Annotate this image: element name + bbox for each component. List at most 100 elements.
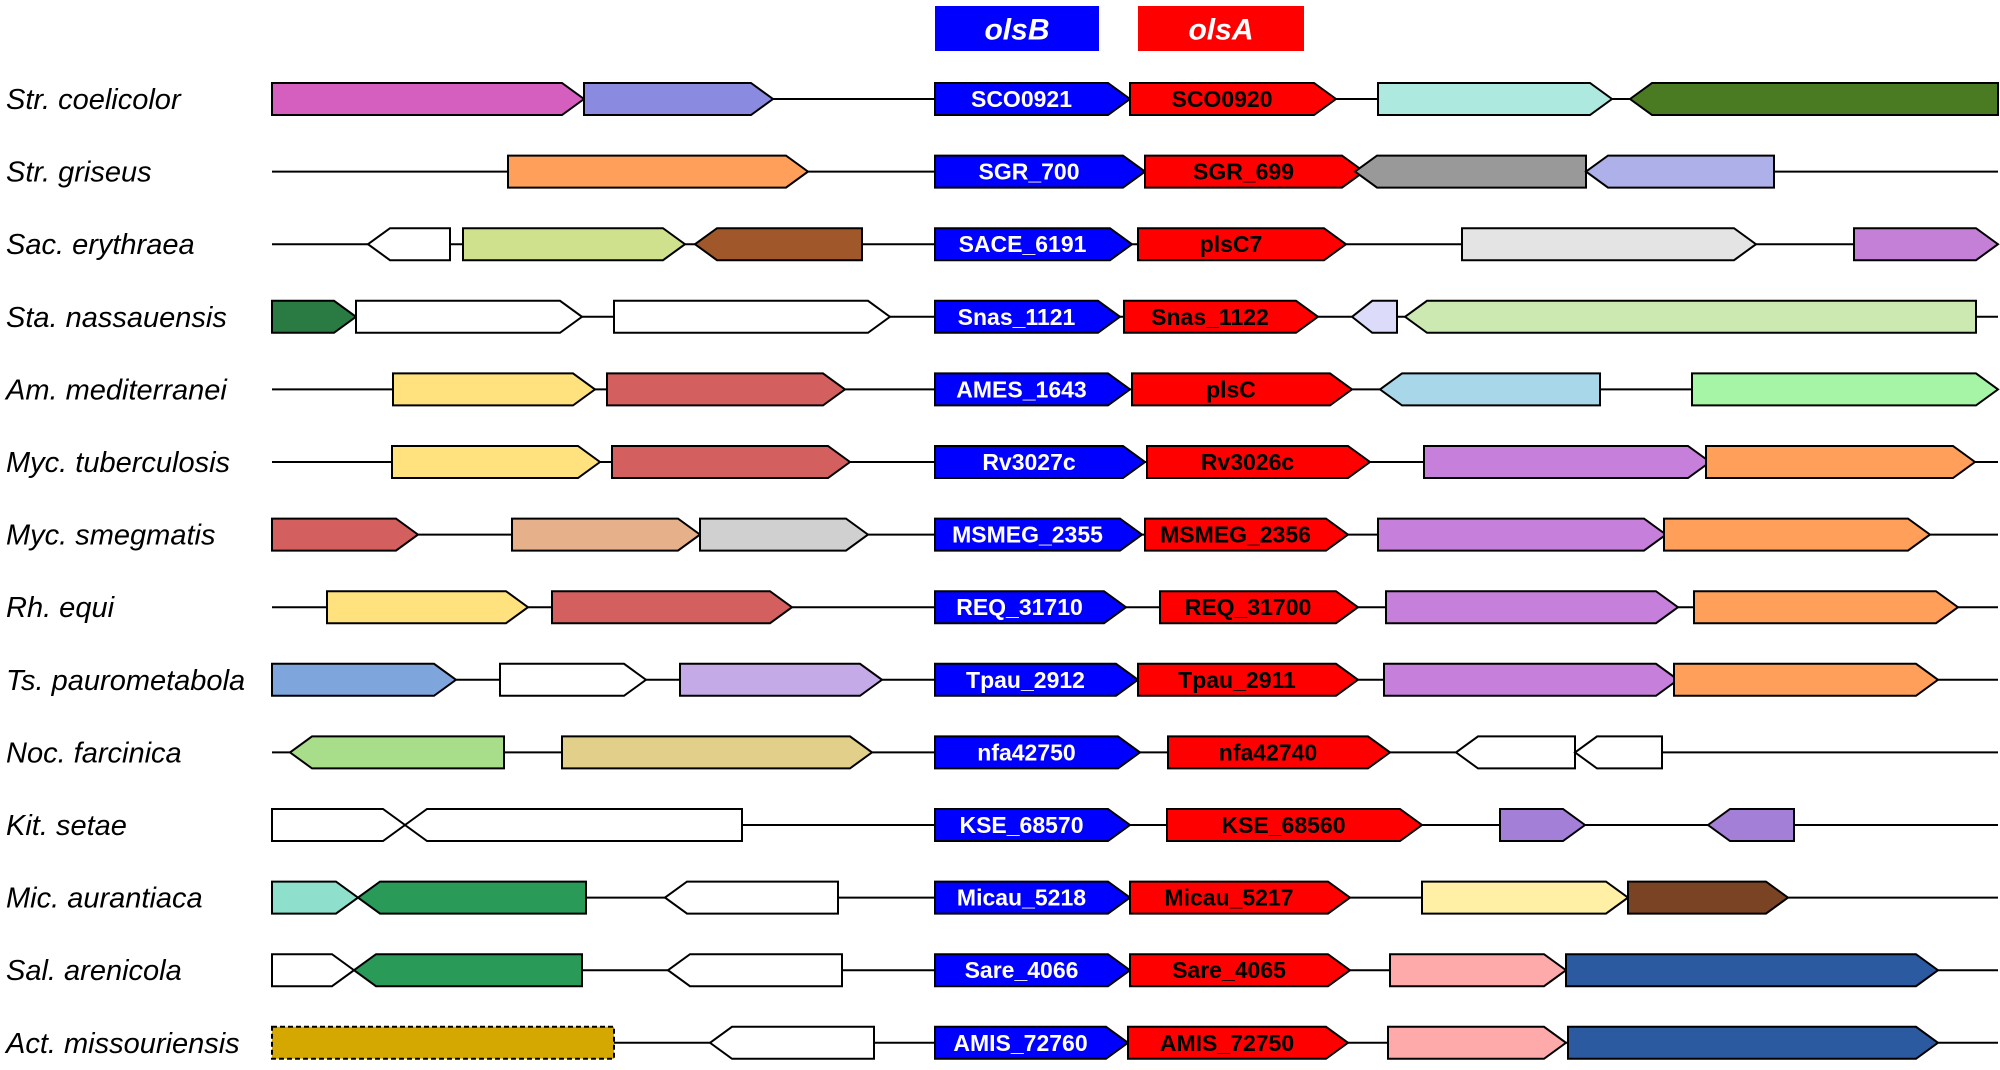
gene-arrow <box>1673 662 1940 697</box>
gene-arrow <box>1499 808 1587 842</box>
gene-arrow <box>1705 445 1977 479</box>
gene-arrow <box>366 227 451 262</box>
gene-arrow-AMIS_72760 <box>934 1025 1130 1060</box>
gene-arrow-Snas_1121 <box>934 299 1122 334</box>
gene-arrow <box>1573 735 1663 770</box>
gene-arrow <box>1353 154 1587 189</box>
gene-arrow <box>391 445 602 479</box>
gene-arrow <box>271 299 358 334</box>
species-label: Noc. farcinica <box>6 737 182 769</box>
gene-arrow <box>1383 662 1680 697</box>
gene-arrow <box>326 590 530 625</box>
gene-arrow-SCO0921 <box>934 82 1132 116</box>
gene-arrow <box>462 227 687 262</box>
legend-swatch <box>935 6 1099 51</box>
gene-label: SACE_6191 <box>959 231 1087 257</box>
gene-arrow <box>666 953 843 988</box>
gene-arrow-Rv3027c <box>934 445 1147 479</box>
gene-label: plsC <box>1206 376 1256 402</box>
gene-arrow <box>561 735 874 770</box>
gene-label: REQ_31700 <box>1185 594 1312 620</box>
gene-arrow <box>271 82 586 116</box>
gene-arrow <box>271 1025 615 1060</box>
gene-arrow <box>1627 880 1790 915</box>
gene-label: SGR_700 <box>978 159 1079 185</box>
legend-item-olsA: olsA <box>1138 6 1304 51</box>
gene-label: Rv3026c <box>1201 449 1295 475</box>
gene-arrow <box>1584 154 1775 189</box>
gene-arrow <box>1628 82 1999 116</box>
gene-label: AMES_1643 <box>956 376 1086 402</box>
gene-arrow-Sare_4066 <box>934 953 1132 988</box>
gene-label: Sare_4065 <box>1172 957 1286 983</box>
gene-arrow <box>1565 953 1940 988</box>
gene-arrow <box>1403 299 1977 334</box>
gene-arrow <box>1706 808 1795 842</box>
legend-swatch <box>1138 6 1304 51</box>
gene-arrow <box>271 953 356 988</box>
gene-arrow <box>352 953 583 988</box>
gene-arrow <box>271 808 407 842</box>
gene-arrow <box>507 154 810 189</box>
gene-arrow <box>611 445 852 479</box>
gene-arrow <box>663 880 839 915</box>
gene-label: Micau_5217 <box>1164 885 1293 911</box>
gene-arrow <box>403 808 743 842</box>
gene-arrow-SACE_6191 <box>934 227 1134 262</box>
gene-label: MSMEG_2355 <box>952 522 1103 548</box>
gene-label: REQ_31710 <box>956 594 1083 620</box>
gene-arrow-nfa42740 <box>1167 735 1392 770</box>
gene-label: Tpau_2911 <box>1178 667 1296 693</box>
legend-item-olsB: olsB <box>935 6 1099 51</box>
gene-label: nfa42740 <box>1219 739 1317 765</box>
gene-arrow-plsC <box>1131 372 1354 407</box>
species-label: Rh. equi <box>6 592 116 624</box>
species-label: Str. coelicolor <box>6 84 182 116</box>
gene-arrow <box>1387 1025 1568 1060</box>
track-row: Noc. farcinica nfa42750 nfa42740 <box>6 735 1998 770</box>
gene-label: nfa42750 <box>977 739 1075 765</box>
gene-arrow <box>511 517 702 552</box>
legend: olsB olsA <box>935 6 1304 51</box>
gene-arrow-AMES_1643 <box>934 372 1132 407</box>
gene-arrow <box>1378 372 1601 407</box>
gene-arrow-nfa42750 <box>934 735 1142 770</box>
gene-arrow <box>1567 1025 1940 1060</box>
gene-arrow-SGR_699 <box>1144 154 1366 189</box>
gene-arrow <box>1377 517 1668 552</box>
gene-label: KSE_68570 <box>959 812 1083 838</box>
species-label: Act. missouriensis <box>4 1028 240 1060</box>
gene-label: Snas_1121 <box>958 304 1076 330</box>
gene-arrow <box>606 372 847 407</box>
gene-arrow <box>356 880 587 915</box>
gene-arrow <box>1377 82 1614 116</box>
gene-arrow-Micau_5217 <box>1129 880 1352 915</box>
gene-arrow-SCO0920 <box>1129 82 1338 116</box>
gene-label: Rv3027c <box>982 449 1076 475</box>
gene-arrow <box>271 517 420 552</box>
gene-arrow <box>271 662 458 697</box>
gene-arrow <box>708 1025 875 1060</box>
gene-label: KSE_68560 <box>1221 812 1345 838</box>
gene-arrow-REQ_31700 <box>1159 590 1360 625</box>
gene-arrow <box>1350 299 1398 334</box>
gene-arrow-Micau_5218 <box>934 880 1132 915</box>
legend-label: olsB <box>984 14 1049 47</box>
gene-label: Sare_4066 <box>965 957 1079 983</box>
gene-label: SCO0921 <box>971 86 1072 112</box>
gene-label: Micau_5218 <box>957 885 1086 911</box>
gene-arrow-plsC7 <box>1137 227 1348 262</box>
gene-arrow-Snas_1122 <box>1123 299 1320 334</box>
